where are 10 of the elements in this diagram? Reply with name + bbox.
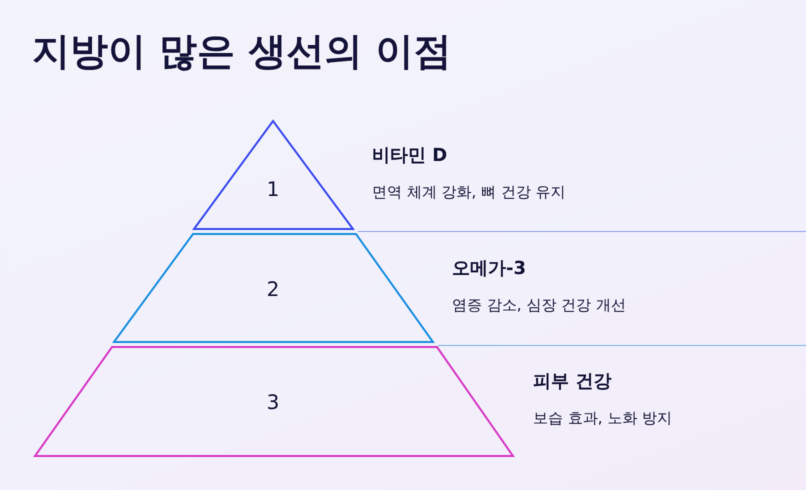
layer-description: 면역 체계 강화, 뼈 건강 유지	[372, 183, 566, 202]
layer-heading: 오메가-3	[452, 257, 526, 280]
layer-number: 2	[266, 277, 280, 301]
layer-heading: 비타민 D	[372, 144, 448, 167]
title: 지방이 많은 생선의 이점	[32, 28, 452, 75]
layer-number: 1	[266, 177, 280, 201]
layer-description: 보습 효과, 노화 방지	[533, 409, 672, 428]
layer-description: 염증 감소, 심장 건강 개선	[452, 296, 626, 315]
layer-number: 3	[266, 390, 280, 414]
layer-heading: 피부 건강	[533, 370, 612, 393]
